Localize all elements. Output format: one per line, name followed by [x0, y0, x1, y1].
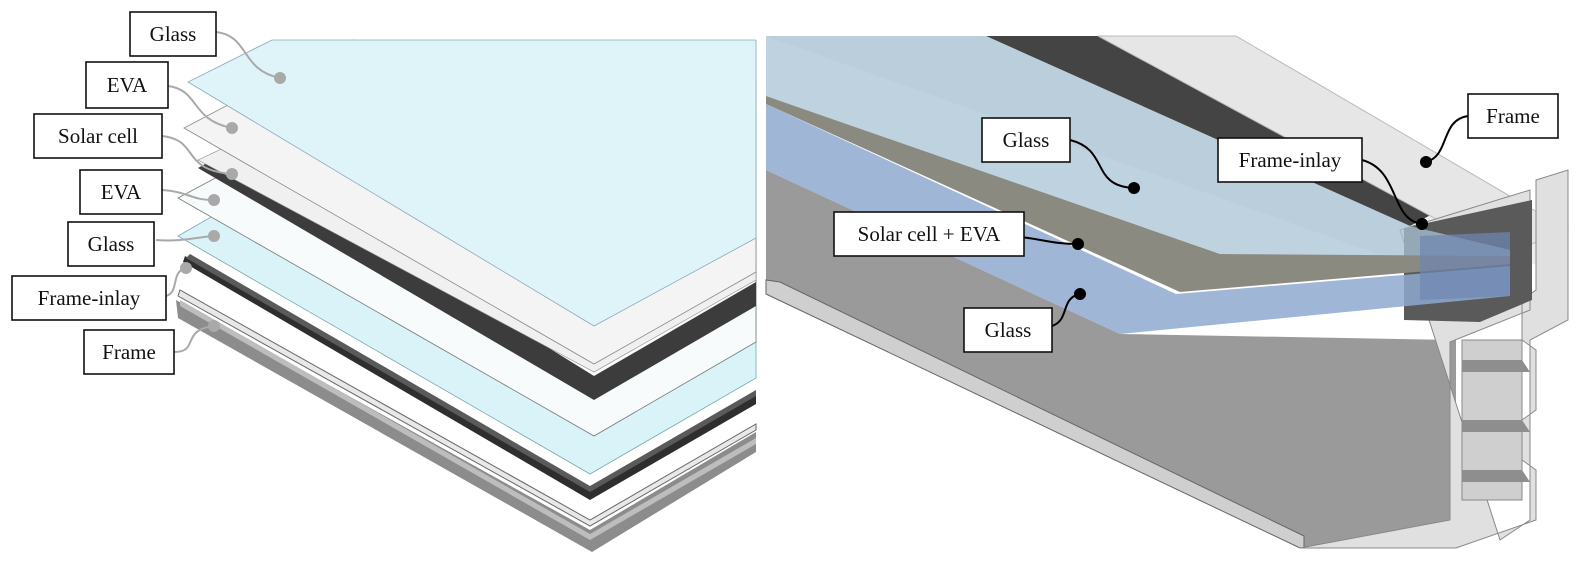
right-cross-section: [765, 35, 1570, 549]
glass-upper: [766, 36, 1510, 258]
svg-text:Glass: Glass: [150, 22, 197, 46]
svg-text:Frame: Frame: [1486, 104, 1540, 128]
svg-text:EVA: EVA: [101, 180, 142, 204]
right-leader-dots: [1072, 156, 1432, 300]
solar-cell-eva-strip: [766, 96, 1510, 292]
label-glass-lower: Glass: [963, 307, 1053, 353]
right-labels: Glass Frame-inlay Frame Solar cell + EVA…: [833, 93, 1559, 353]
label-eva-bottom: EVA: [79, 169, 163, 215]
label-frame-inlay-right: Frame-inlay: [1217, 137, 1363, 183]
left-leader-dots: [180, 72, 286, 332]
svg-text:Glass: Glass: [1003, 128, 1050, 152]
glass-layer-top: [187, 39, 757, 327]
label-glass-upper: Glass: [981, 117, 1071, 163]
svg-text:Frame: Frame: [102, 340, 156, 364]
svg-text:EVA: EVA: [107, 73, 148, 97]
svg-text:Solar cell: Solar cell: [58, 124, 138, 148]
svg-text:Glass: Glass: [88, 232, 135, 256]
label-frame: Frame: [83, 329, 175, 375]
label-glass-top: Glass: [129, 11, 217, 57]
label-glass-bottom: Glass: [67, 221, 155, 267]
svg-text:Frame-inlay: Frame-inlay: [38, 286, 141, 310]
label-frame-inlay: Frame-inlay: [11, 275, 167, 321]
svg-text:Glass: Glass: [985, 318, 1032, 342]
left-leaders: [155, 31, 281, 353]
label-frame-right: Frame: [1467, 93, 1559, 139]
svg-text:Solar cell + EVA: Solar cell + EVA: [858, 222, 1002, 246]
label-eva-top: EVA: [85, 61, 169, 109]
svg-text:Frame-inlay: Frame-inlay: [1239, 148, 1342, 172]
left-exploded-view: [176, 39, 757, 552]
label-solar-cell: Solar cell: [33, 113, 163, 159]
label-solar-cell-eva: Solar cell + EVA: [833, 211, 1025, 257]
left-labels: Glass EVA Solar cell EVA Glass Frame-inl…: [11, 11, 217, 375]
